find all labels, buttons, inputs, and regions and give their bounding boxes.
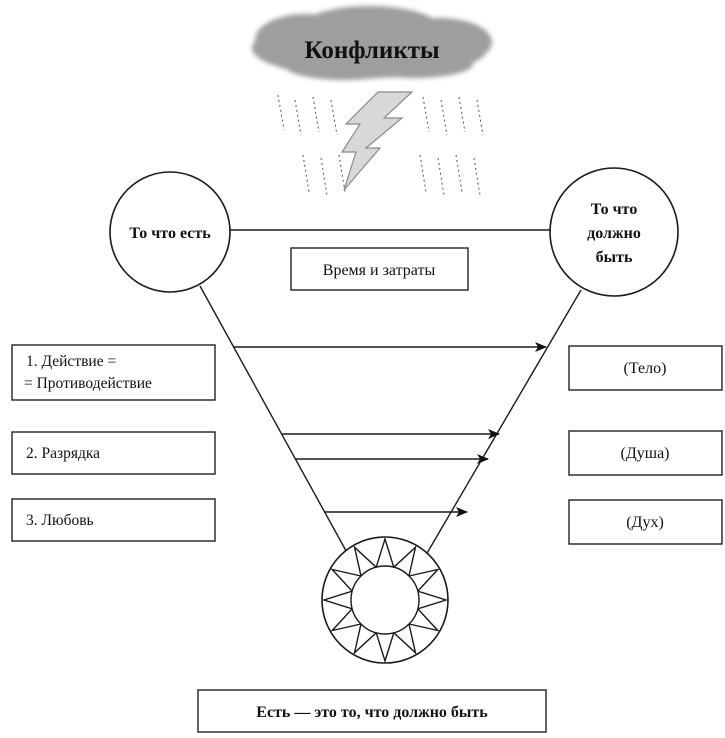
cloud-label: Конфликты <box>304 37 439 64</box>
star-emblem <box>321 536 449 664</box>
conflicts-cloud: Конфликты <box>252 6 492 80</box>
circle-what-should-be-line: То что <box>591 201 638 218</box>
level-box-release: 2. Разрядка <box>11 431 216 475</box>
level-release-label: 2. Разрядка <box>26 445 100 462</box>
level-action-line: = Противодействие <box>24 375 152 392</box>
circle-what-should-be-line: должно <box>587 225 641 242</box>
circle-what-is-label: То что есть <box>129 225 211 242</box>
conclusion-box: Есть — это то, что должно быть <box>197 689 547 733</box>
right-diagonal-line <box>422 289 582 561</box>
rain-lines <box>277 94 484 196</box>
conclusion-label: Есть — это то, что должно быть <box>256 704 488 721</box>
level-box-action: 1. Действие = = Противодействие <box>11 344 216 401</box>
circle-what-should-be: То что должно быть <box>549 167 679 297</box>
level-action-line: 1. Действие = <box>26 353 116 370</box>
level-body-label: (Тело) <box>624 360 667 377</box>
lightning-bolt <box>340 91 414 191</box>
circle-what-should-be-line: быть <box>596 249 633 266</box>
level-spirit-label: (Дух) <box>626 514 664 531</box>
circle-what-is: То что есть <box>109 171 231 293</box>
level-soul-label: (Душа) <box>621 445 670 462</box>
level-box-soul: (Душа) <box>568 430 723 476</box>
time-and-costs-box: Время и затраты <box>290 247 469 291</box>
level-love-label: 3. Любовь <box>26 512 94 529</box>
level-box-love: 3. Любовь <box>11 498 216 542</box>
level-box-spirit: (Дух) <box>568 499 723 545</box>
time-and-costs-label: Время и затраты <box>323 262 436 279</box>
left-diagonal-line <box>199 285 351 559</box>
level-box-body: (Тело) <box>568 345 723 391</box>
